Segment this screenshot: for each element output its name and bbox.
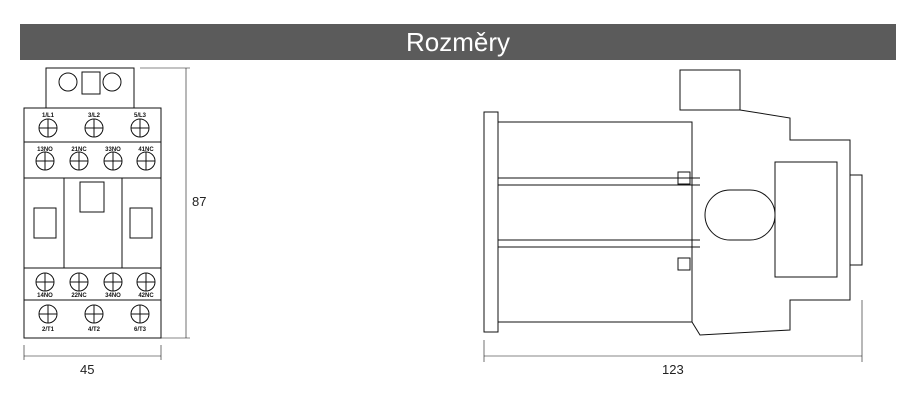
terminal-label: 6/T3 (134, 327, 147, 333)
terminal-label: 34NO (105, 293, 121, 299)
terminal-label: 3/L2 (88, 113, 101, 119)
terminal-label: 4/T2 (88, 327, 101, 333)
screw-cross (70, 152, 88, 170)
terminal-label: 5/L3 (134, 113, 147, 119)
screw-cross (85, 119, 103, 137)
terminal-label: 42NC (138, 293, 154, 299)
screw-cross (137, 273, 155, 291)
screw-cross (137, 152, 155, 170)
terminal-label: 14NO (37, 293, 53, 299)
screw-cross (36, 152, 54, 170)
coil-terminal-screw (58, 72, 78, 92)
height-dimension: 87 (192, 194, 207, 209)
screw-cross (36, 273, 54, 291)
screw-cross (131, 119, 149, 137)
screw-cross (104, 152, 122, 170)
section-title: Rozměry (20, 24, 896, 60)
screw-cross (39, 305, 57, 323)
screw-cross (104, 273, 122, 291)
terminal-label: 41NC (138, 147, 154, 153)
terminal-label: 22NC (71, 293, 87, 299)
terminal-label: 2/T1 (42, 327, 55, 333)
screw-cross (39, 119, 57, 137)
terminal-label: 21NC (71, 147, 87, 153)
side-view (483, 69, 863, 362)
terminal-label: 13NO (37, 147, 53, 153)
screw-cross (131, 305, 149, 323)
depth-dimension: 123 (662, 362, 684, 377)
coil-terminal-screw (102, 72, 122, 92)
terminal-label: 33NO (105, 147, 121, 153)
terminal-label: 1/L1 (42, 113, 55, 119)
screw-cross (70, 273, 88, 291)
width-dimension: 45 (80, 362, 95, 377)
screw-cross (85, 305, 103, 323)
front-view: 1/L1 3/L2 5/L3 13NO 21NC 33NO 41NC 14NO 22NC 34NO… (23, 67, 190, 360)
